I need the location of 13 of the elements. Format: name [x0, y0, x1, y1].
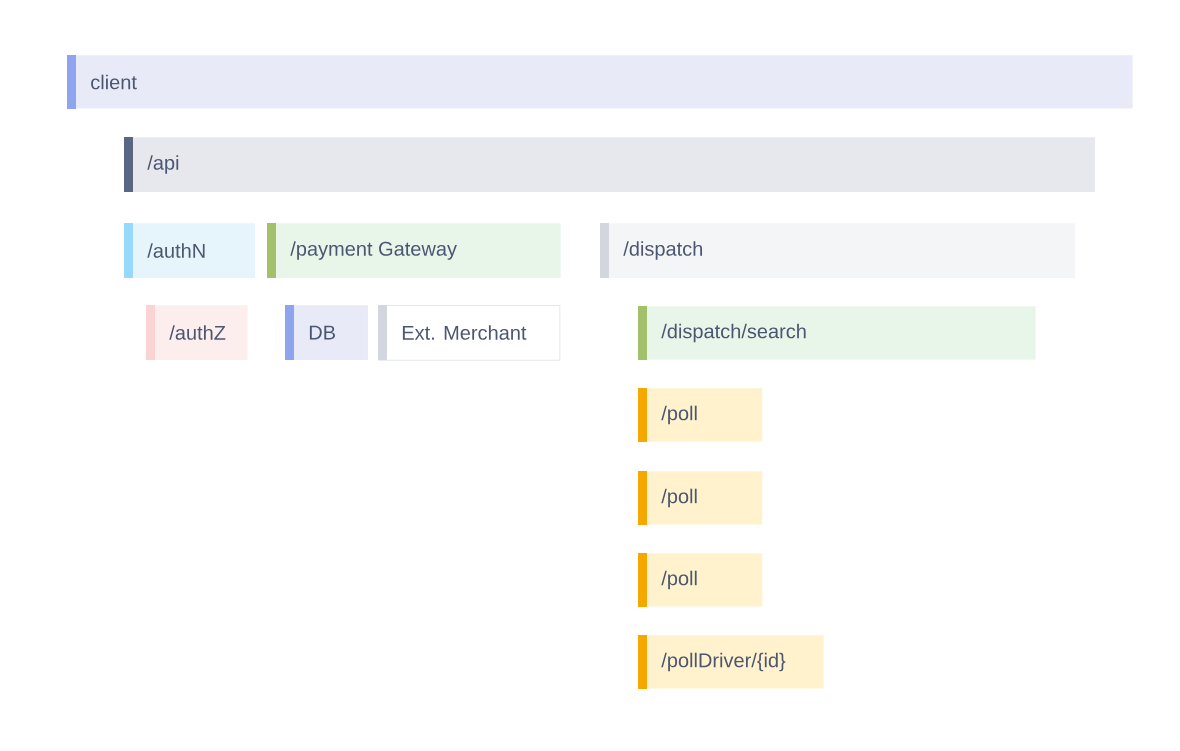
span-bar: /poll — [638, 471, 763, 525]
span-bar: DB — [285, 305, 368, 360]
span-bar: /api — [124, 137, 1095, 192]
span-bar: /authN — [124, 223, 255, 278]
span-bar: Ext. Merchant — [378, 305, 561, 361]
span-bar: client — [67, 55, 1133, 109]
span-bar: /payment Gateway — [267, 223, 561, 278]
span-bar: /authZ — [146, 305, 248, 360]
span-bar: /dispatch — [600, 223, 1075, 278]
span-bar: /pollDriver/{id} — [638, 635, 824, 689]
span-bar: /poll — [638, 388, 763, 442]
span-bar: /dispatch/search — [638, 306, 1036, 360]
span-bar: /poll — [638, 553, 763, 607]
